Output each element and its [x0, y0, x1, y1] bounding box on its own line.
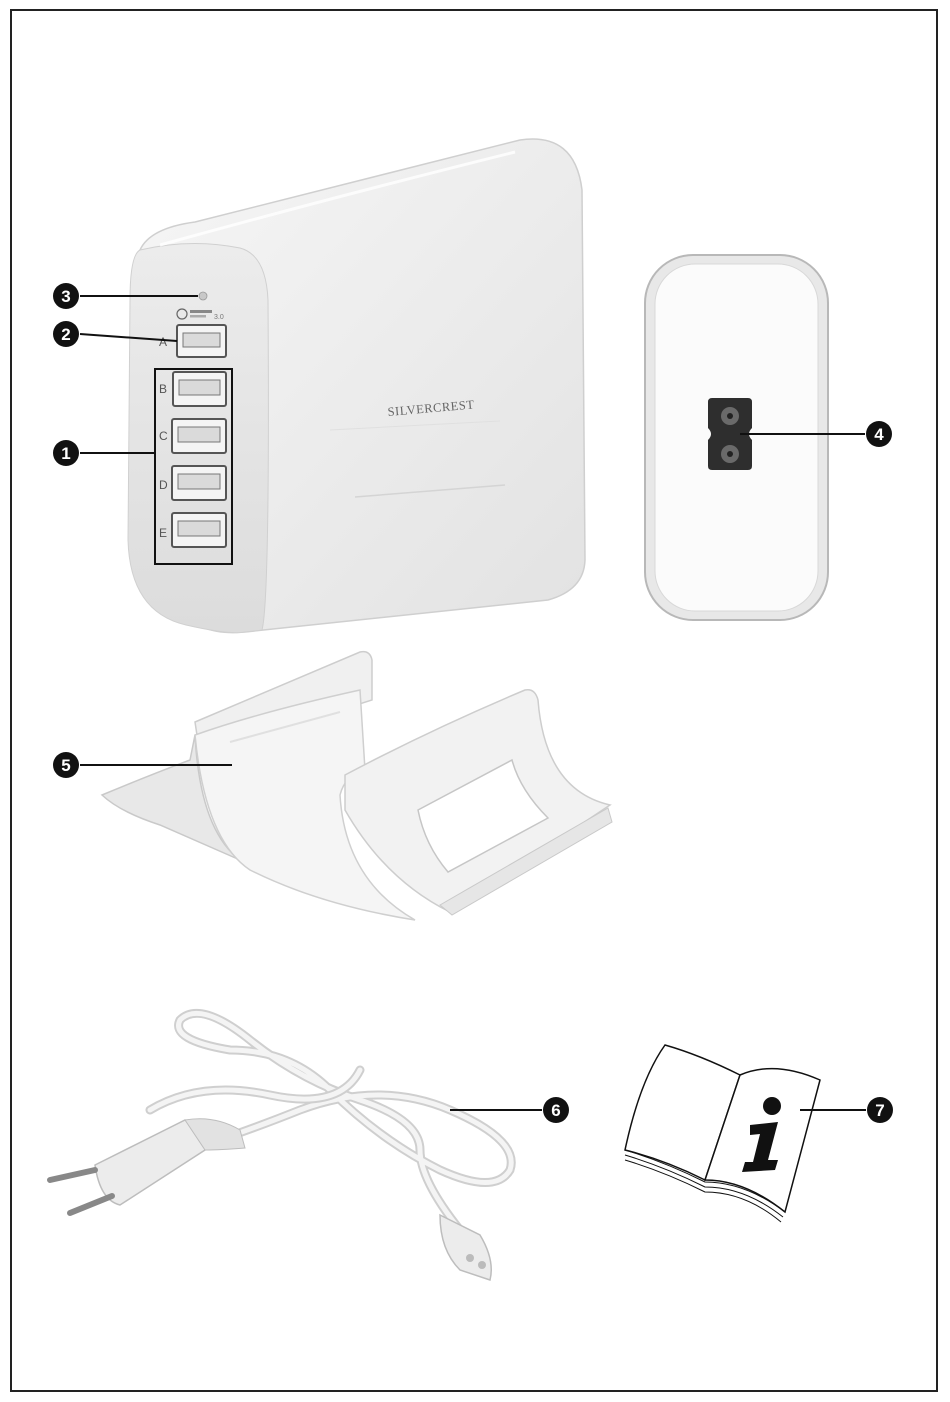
callout-6: 6: [543, 1097, 569, 1123]
power-cable: [50, 1013, 511, 1280]
svg-text:7: 7: [875, 1101, 884, 1120]
svg-text:3.0: 3.0: [214, 314, 224, 321]
phone-stand: [102, 652, 612, 920]
port-label-c: C: [159, 429, 168, 443]
charger-back-view: [645, 255, 828, 620]
callout-1: 1: [53, 440, 79, 466]
svg-text:1: 1: [61, 444, 70, 463]
callout-4: 4: [866, 421, 892, 447]
svg-text:6: 6: [551, 1101, 560, 1120]
svg-text:2: 2: [61, 325, 70, 344]
port-label-b: B: [159, 382, 167, 396]
port-label-e: E: [159, 526, 167, 540]
callout-3: 3: [53, 283, 79, 309]
port-label-a: A: [159, 335, 167, 349]
usb-charger: SILVERCREST 3.0 A B C: [128, 139, 585, 633]
instruction-manual: [625, 1045, 820, 1222]
svg-text:3: 3: [61, 287, 70, 306]
callout-7: 7: [867, 1097, 893, 1123]
callout-5: 5: [53, 752, 79, 778]
svg-text:5: 5: [61, 756, 70, 775]
svg-text:4: 4: [874, 425, 884, 444]
status-led: [199, 292, 207, 300]
port-label-d: D: [159, 478, 168, 492]
callout-2: 2: [53, 321, 79, 347]
